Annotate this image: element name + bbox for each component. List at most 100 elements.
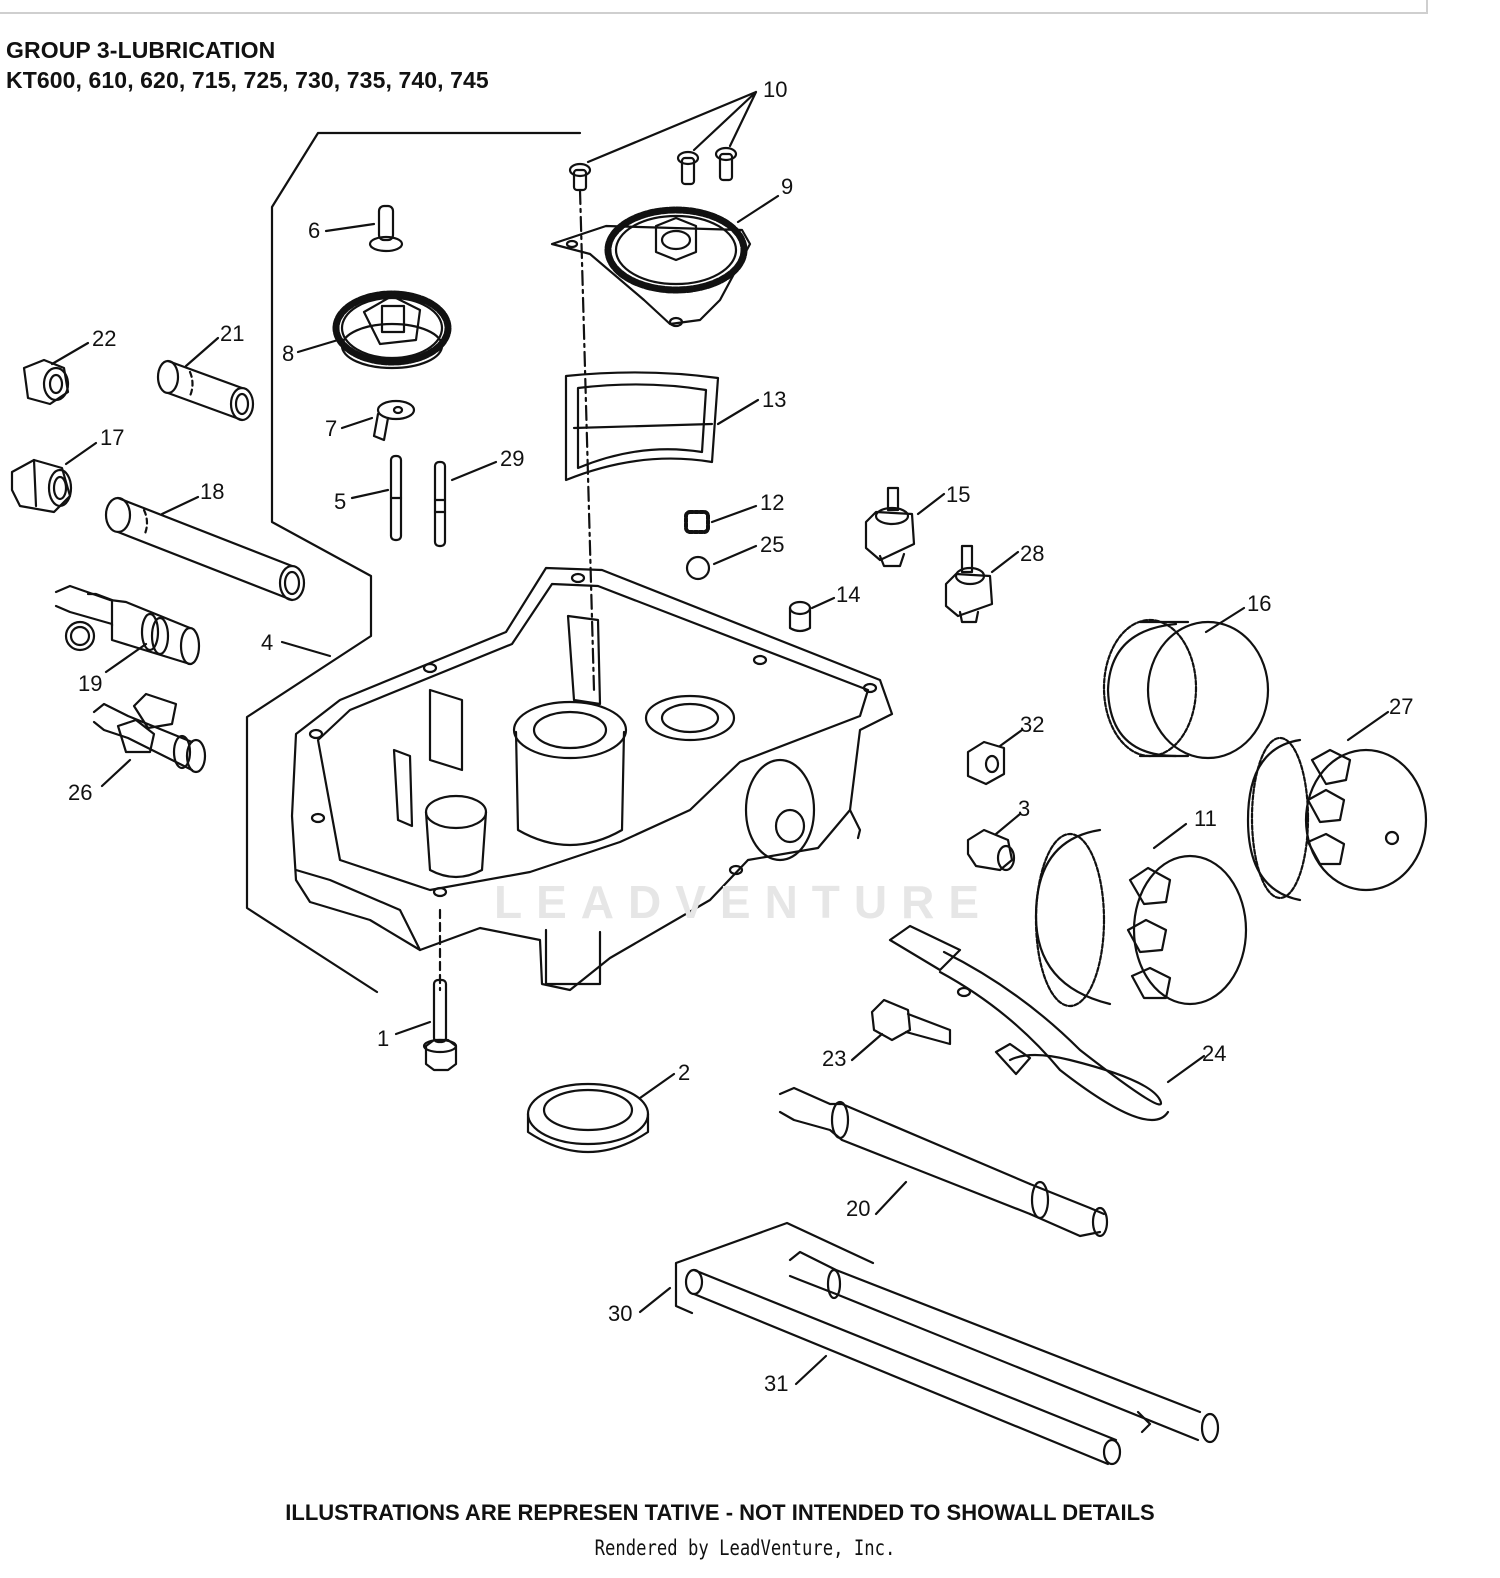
callout-21: 21 [220,321,244,346]
part-9-oil-pump [550,206,752,328]
callout-22: 22 [92,326,116,351]
callout-12: 12 [760,490,784,515]
callout-14: 14 [836,582,860,607]
callout-7: 7 [325,416,337,441]
part-3-fitting [966,828,1016,872]
callout-25: 25 [760,532,784,557]
callout-18: 18 [200,479,224,504]
callout-24: 24 [1202,1041,1226,1066]
page-top-frame [0,0,1428,14]
part-29-pin [433,460,447,548]
leader-31 [794,1354,828,1386]
callout-23: 23 [822,1046,846,1071]
diagram-group-title: GROUP 3-LUBRICATION [6,37,276,63]
leader-5 [350,488,390,500]
callout-4: 4 [261,630,273,655]
leader-29 [450,460,498,482]
leader-6 [324,222,376,233]
callout-32: 32 [1020,712,1044,737]
callout-2: 2 [678,1060,690,1085]
part-10-screws [568,146,738,192]
callout-28: 28 [1020,541,1044,566]
leader-19 [104,642,148,674]
part-8-gear [332,290,452,370]
bracket-group-30 [674,1221,875,1315]
callout-3: 3 [1018,796,1030,821]
leader-28 [990,550,1020,574]
callout-labels: 10 9 6 22 21 8 13 7 17 29 18 5 15 12 25 … [68,77,1413,1396]
part-24-hose [888,924,1170,1121]
callout-10: 10 [763,77,787,102]
disclaimer-note: ILLUSTRATIONS ARE REPRESEN TATIVE - NOT … [285,1500,1155,1525]
leader-15 [916,492,946,516]
part-18-tube [104,496,306,602]
leader-32 [998,728,1024,748]
part-5-pin [389,454,403,542]
callout-6: 6 [308,218,320,243]
callout-29: 29 [500,446,524,471]
leader-10 [586,90,758,164]
leader-24 [1166,1054,1206,1084]
callout-16: 16 [1247,591,1271,616]
part-2-seal [526,1082,650,1154]
leader-27 [1346,710,1390,742]
callout-8: 8 [282,341,294,366]
callout-26: 26 [68,780,92,805]
part-26-drain-valve [92,692,207,774]
watermark-text: LEADVENTURE [494,876,993,928]
part-6-pin [368,204,404,253]
leader-1 [394,1020,432,1036]
leader-9 [736,194,780,224]
part-28-oil-switch [944,544,994,624]
leader-25 [712,544,758,566]
part-23-fitting [870,998,952,1046]
leader-14 [810,596,836,610]
leader-7 [340,416,374,430]
callout-1: 1 [377,1026,389,1051]
leader-17 [64,441,98,466]
part-15-oil-switch [864,486,916,568]
leader-4 [280,640,332,658]
leader-22 [50,341,90,366]
leader-2 [638,1072,676,1100]
diagram-model-list: KT600, 610, 620, 715, 725, 730, 735, 740… [6,67,489,93]
part-31-dipstick [684,1268,1122,1466]
callout-30: 30 [608,1301,632,1326]
part-22-fitting [22,358,70,406]
callout-19: 19 [78,671,102,696]
part-19-tee-fitting [54,584,201,666]
callout-27: 27 [1389,694,1413,719]
leader-12 [710,504,758,524]
part-32-fitting [966,740,1006,786]
leader-13 [716,398,760,426]
callout-11: 11 [1194,806,1217,831]
part-25-ball [685,555,711,581]
callout-13: 13 [762,387,786,412]
leader-26 [100,758,132,788]
leader-20 [874,1180,908,1216]
part-1-bolt [422,978,458,1072]
callout-17: 17 [100,425,124,450]
leader-11 [1152,822,1188,850]
leader-3 [994,812,1022,836]
leader-16 [1204,606,1246,634]
callout-5: 5 [334,489,346,514]
callout-20: 20 [846,1196,870,1221]
part-12-spring [684,510,710,534]
callout-9: 9 [781,174,793,199]
part-14-plug [788,600,812,633]
part-20-hose [778,1086,1109,1238]
leader-21 [184,336,220,368]
leader-8 [296,338,340,354]
leader-30 [638,1286,672,1314]
part-27-oil-filter [1246,736,1428,902]
part-17-hex-nut [10,458,73,514]
part-16-oil-filter [1102,618,1270,760]
part-7-clip [372,399,416,442]
render-credit: Rendered by LeadVenture, Inc. [594,1536,896,1560]
leader-18 [160,495,200,516]
part-13-screen [564,371,720,482]
part-4-oil-pan [290,566,894,992]
leader-23 [850,1032,884,1062]
bracket-assembly-4 [245,131,582,994]
